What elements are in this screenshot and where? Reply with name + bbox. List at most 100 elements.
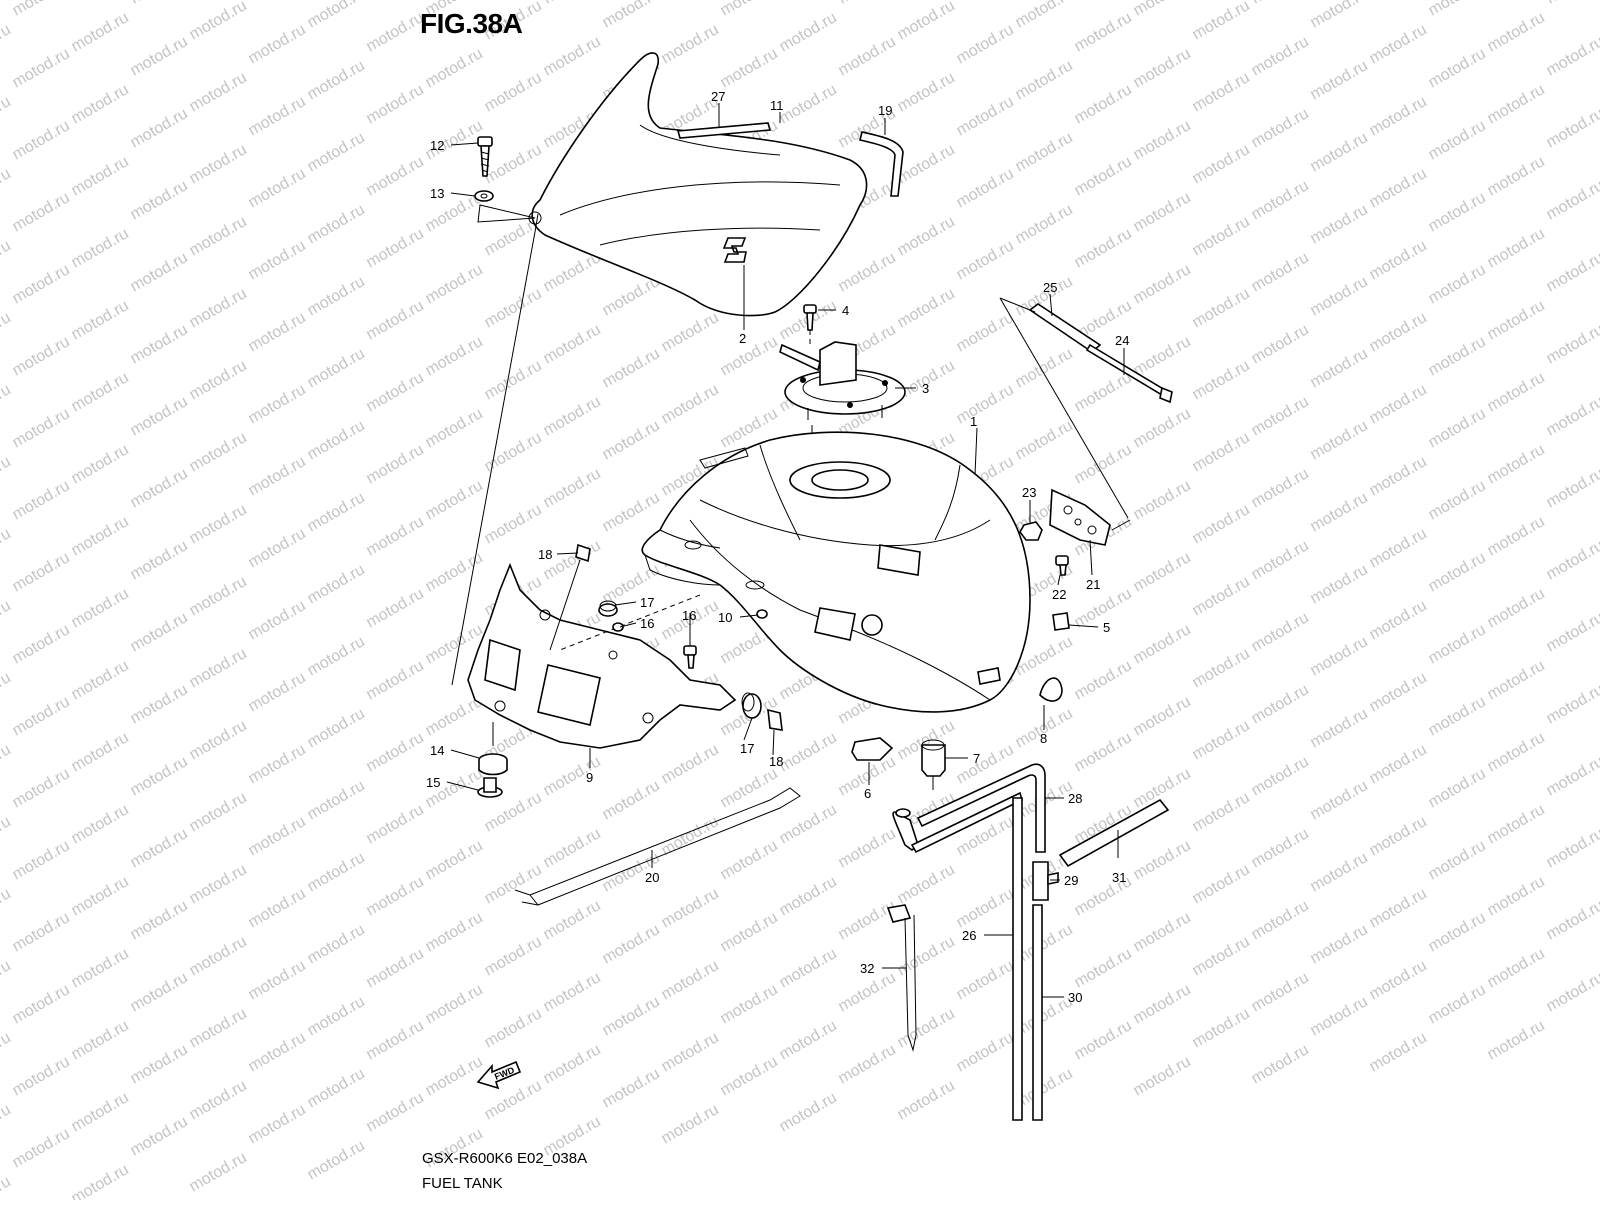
watermark-text: motod.ru xyxy=(1249,753,1312,799)
cushion-part-5 xyxy=(1053,613,1069,630)
watermark-text: motod.ru xyxy=(423,909,486,955)
watermark-text: motod.ru xyxy=(1544,33,1600,79)
cushion-part-8 xyxy=(1040,678,1062,701)
watermark-text: motod.ru xyxy=(128,897,191,943)
watermark-text: motod.ru xyxy=(10,765,73,811)
watermark-text: motod.ru xyxy=(1544,105,1600,151)
callout-16a: 16 xyxy=(640,616,654,631)
washer-part-13 xyxy=(475,191,493,201)
watermark-text: motod.ru xyxy=(1308,129,1371,175)
watermark-text: motod.ru xyxy=(600,345,663,391)
watermark-text: motod.ru xyxy=(541,465,604,511)
watermark-text: motod.ru xyxy=(954,93,1017,139)
callout-3: 3 xyxy=(922,381,929,396)
watermark-text: motod.ru xyxy=(1485,1017,1548,1063)
watermark-text: motod.ru xyxy=(659,21,722,67)
watermark-text: motod.ru xyxy=(836,897,899,943)
watermark-text: motod.ru xyxy=(10,189,73,235)
watermark-text: motod.ru xyxy=(718,45,781,91)
watermark-text: motod.ru xyxy=(0,21,14,67)
watermark-text: motod.ru xyxy=(541,33,604,79)
watermark-text: motod.ru xyxy=(1367,453,1430,499)
watermark-text: motod.ru xyxy=(1485,585,1548,631)
watermark-text: motod.ru xyxy=(1367,741,1430,787)
watermark-text: motod.ru xyxy=(1544,609,1600,655)
watermark-text: motod.ru xyxy=(187,789,250,835)
callout-18b: 18 xyxy=(769,754,783,769)
watermark-text: motod.ru xyxy=(1426,621,1489,667)
watermark-text: motod.ru xyxy=(187,429,250,475)
watermark-text: motod.ru xyxy=(718,837,781,883)
watermark-text: motod.ru xyxy=(246,1029,309,1075)
watermark-text: motod.ru xyxy=(954,381,1017,427)
watermark-text: motod.ru xyxy=(246,165,309,211)
watermark-text: motod.ru xyxy=(128,681,191,727)
watermark-text: motod.ru xyxy=(0,165,14,211)
watermark-text: motod.ru xyxy=(69,1089,132,1135)
watermark-text: motod.ru xyxy=(1485,657,1548,703)
watermark-text: motod.ru xyxy=(1131,693,1194,739)
watermark-text: motod.ru xyxy=(777,873,840,919)
watermark-text: motod.ru xyxy=(1249,681,1312,727)
watermark-text: motod.ru xyxy=(10,621,73,667)
cushion-part-17a xyxy=(599,601,617,616)
watermark-text: motod.ru xyxy=(69,513,132,559)
callout-5: 5 xyxy=(1103,620,1110,635)
watermark-text: motod.ru xyxy=(10,549,73,595)
watermark-text: motod.ru xyxy=(1544,177,1600,223)
watermark-text: motod.ru xyxy=(1426,981,1489,1027)
watermark-text: motod.ru xyxy=(600,1065,663,1111)
watermark-text: motod.ru xyxy=(423,477,486,523)
watermark-text: motod.ru xyxy=(1367,669,1430,715)
callout-6: 6 xyxy=(864,786,871,801)
callout-7: 7 xyxy=(973,751,980,766)
watermark-text: motod.ru xyxy=(246,669,309,715)
callout-20: 20 xyxy=(645,870,659,885)
watermark-text: motod.ru xyxy=(1426,909,1489,955)
watermark-text: motod.ru xyxy=(1131,405,1194,451)
watermark-text: motod.ru xyxy=(1131,189,1194,235)
watermark-text: motod.ru xyxy=(1426,477,1489,523)
callout-19: 19 xyxy=(878,103,892,118)
watermark-text: motod.ru xyxy=(364,513,427,559)
watermark-text: motod.ru xyxy=(69,441,132,487)
watermark-text: motod.ru xyxy=(777,81,840,127)
watermark-text: motod.ru xyxy=(246,381,309,427)
watermark-text: motod.ru xyxy=(895,285,958,331)
watermark-text: motod.ru xyxy=(10,693,73,739)
watermark-text: motod.ru xyxy=(1131,117,1194,163)
watermark-text: motod.ru xyxy=(1249,177,1312,223)
watermark-text: motod.ru xyxy=(364,1089,427,1135)
watermark-text: motod.ru xyxy=(1426,765,1489,811)
watermark-text: motod.ru xyxy=(423,45,486,91)
watermark-text: motod.ru xyxy=(1367,597,1430,643)
watermark-text: motod.ru xyxy=(718,0,781,19)
watermark-text: motod.ru xyxy=(364,369,427,415)
watermark-text: motod.ru xyxy=(246,813,309,859)
watermark-text: motod.ru xyxy=(1131,45,1194,91)
cushion-part-14 xyxy=(479,754,507,775)
watermark-text: motod.ru xyxy=(1072,945,1135,991)
watermark-text: motod.ru xyxy=(1190,357,1253,403)
watermark-text: motod.ru xyxy=(305,993,368,1039)
watermark-text: motod.ru xyxy=(305,705,368,751)
watermark-text: motod.ru xyxy=(1249,537,1312,583)
fwd-label: FWD xyxy=(493,1065,516,1082)
callout-17b: 17 xyxy=(740,741,754,756)
watermark-text: motod.ru xyxy=(1485,9,1548,55)
watermark-text: motod.ru xyxy=(69,801,132,847)
watermark-text: motod.ru xyxy=(69,369,132,415)
watermark-text: motod.ru xyxy=(128,1041,191,1087)
watermark-text: motod.ru xyxy=(954,309,1017,355)
watermark-text: motod.ru xyxy=(305,345,368,391)
watermark-text: motod.ru xyxy=(128,537,191,583)
watermark-text: motod.ru xyxy=(128,825,191,871)
watermark-text: motod.ru xyxy=(836,969,899,1015)
watermark-text: motod.ru xyxy=(69,729,132,775)
watermark-text: motod.ru xyxy=(1072,369,1135,415)
watermark-text: motod.ru xyxy=(246,93,309,139)
watermark-text: motod.ru xyxy=(0,741,14,787)
watermark-text: motod.ru xyxy=(1426,45,1489,91)
watermark-text: motod.ru xyxy=(69,225,132,271)
